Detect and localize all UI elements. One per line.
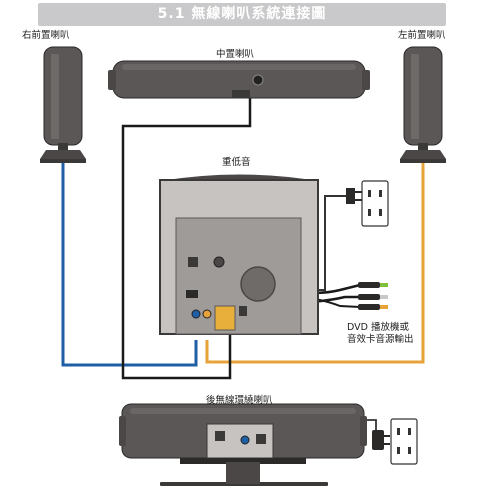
rear-input-jack-icon [240,435,250,445]
center-output-jack-icon [214,305,236,331]
center-input-jack-icon [252,74,264,86]
audio-plug-1-icon [358,282,380,288]
cable-front-left [205,157,425,364]
power-switch-icon [188,257,198,267]
front-right-speaker [40,46,86,163]
center-speaker [108,60,370,99]
audio-plug-group [358,282,388,310]
rear-switch-icon [215,431,225,441]
audio-plug-3-icon [358,304,380,310]
label-center-speaker: 中置喇叭 [216,49,255,60]
label-source-line1: DVD 播放機或 [347,322,409,333]
audio-input-jack-icon [186,290,198,298]
front-right-output-jack-icon [191,309,201,319]
rear-wireless-speaker [119,403,367,486]
power-plug-icon [346,188,362,204]
label-front-right-speaker: 右前置喇叭 [22,30,70,41]
subwoofer-port-icon [240,266,276,302]
wall-outlet-top [361,180,389,227]
volume-knob-icon [213,256,225,268]
label-subwoofer: 重低音 [222,157,251,168]
label-rear-wireless-speaker: 後無線環繞喇叭 [206,395,273,406]
subwoofer [159,174,319,335]
title-bar [38,3,446,26]
cable-center [121,80,252,380]
front-left-speaker [400,46,446,163]
diagram-title: 5.1 無線喇叭系統連接圖 [157,6,327,22]
power-adapter-icon [372,430,390,450]
audio-plug-2-icon [358,294,380,300]
wall-outlet-rear [390,418,418,465]
label-source-line2: 音效卡音源輸出 [347,334,414,345]
label-front-left-speaker: 左前置喇叭 [398,30,446,41]
cable-front-right [61,157,198,367]
front-left-output-jack-icon [202,309,212,319]
